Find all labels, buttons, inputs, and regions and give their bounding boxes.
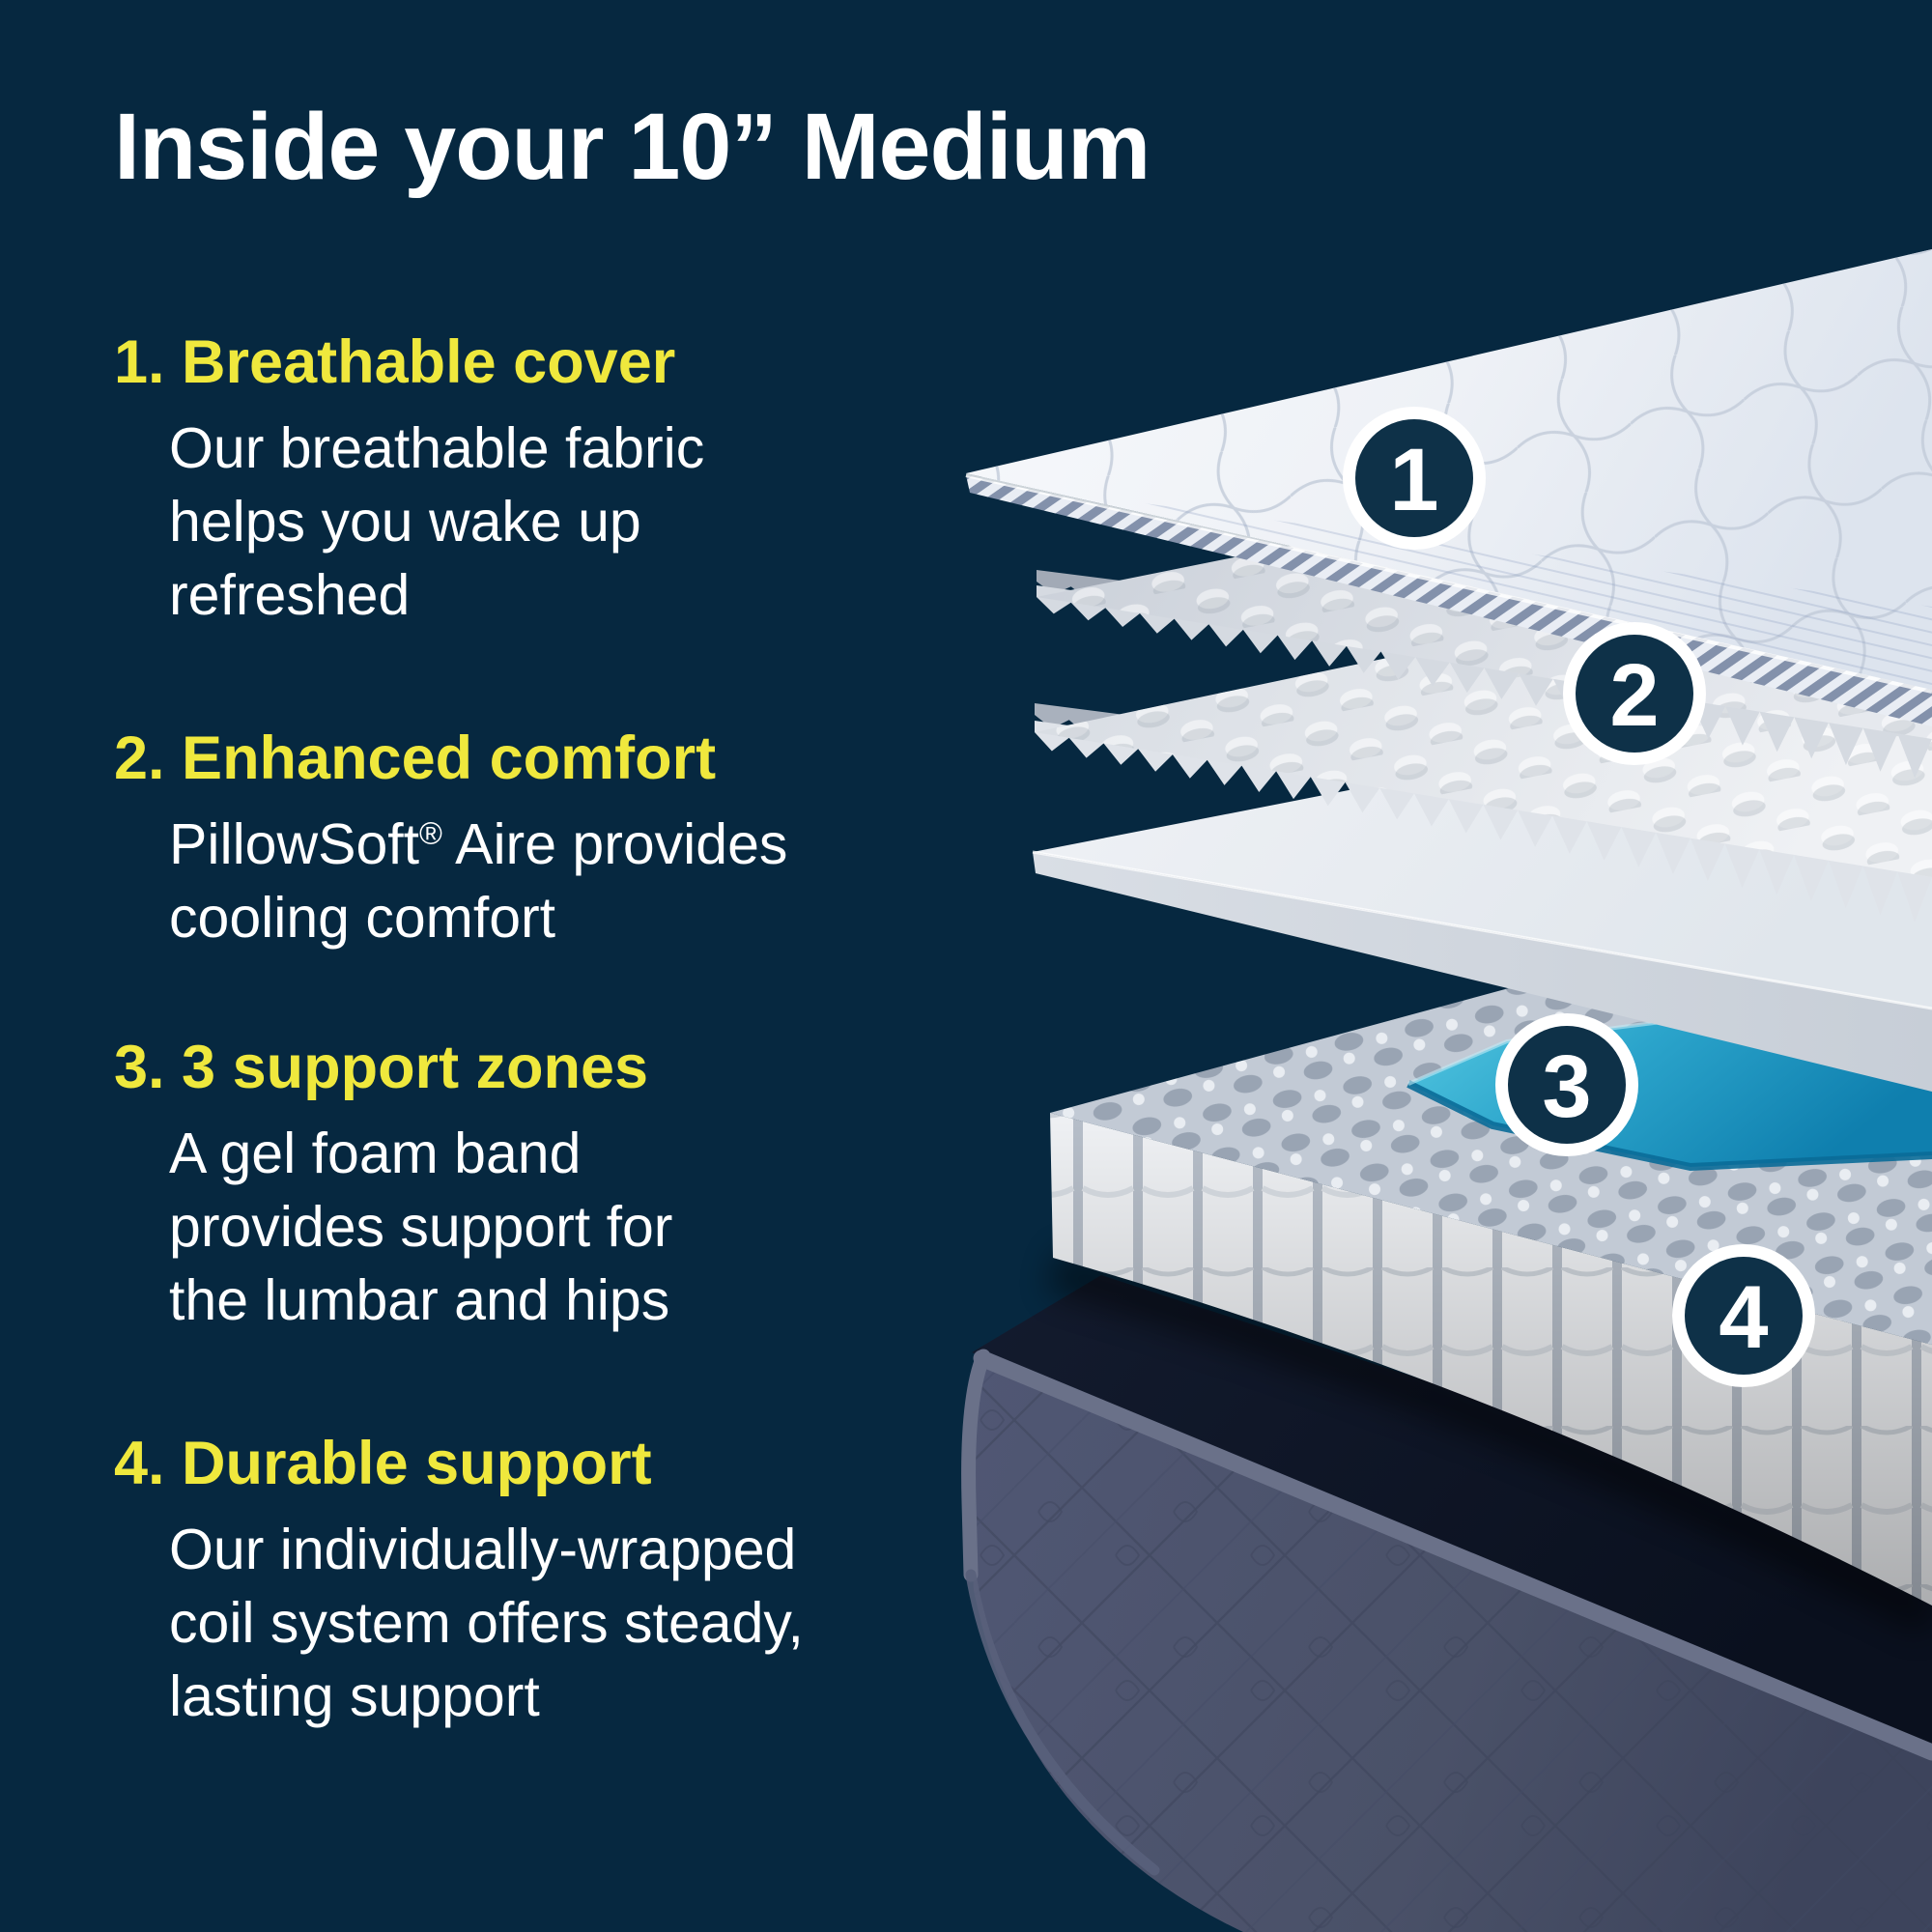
section-2-body-rest: Aire provides cooling comfort	[169, 811, 788, 950]
egg-lower-teeth	[1035, 721, 1932, 923]
section-2-brand: PillowSoft	[169, 811, 420, 876]
callout-3: 3	[1495, 1013, 1638, 1156]
base-foundation-layer	[961, 1275, 1932, 1932]
base-corner-piping	[961, 1349, 991, 1582]
callout-3-number: 3	[1542, 1037, 1591, 1136]
section-1-body: Our breathable fabric helps you wake up …	[169, 415, 705, 627]
coil-shadow	[1046, 1248, 1932, 1635]
section-2-heading: 2. Enhanced comfort	[114, 724, 717, 792]
section-4-heading: 4. Durable support	[114, 1430, 652, 1497]
section-4-body: Our individually-wrapped coil system off…	[169, 1517, 804, 1728]
callout-1-number: 1	[1389, 431, 1438, 529]
section-durable-support: 4. Durable support Our individually-wrap…	[114, 1428, 804, 1733]
section-2-body: PillowSoft® Aire provides cooling comfor…	[114, 808, 787, 954]
flat-foam-side	[1033, 852, 1932, 1092]
callout-1: 1	[1343, 407, 1486, 550]
base-lower-seam	[965, 1569, 1160, 1876]
callout-4-disc	[1685, 1257, 1803, 1375]
callout-2-number: 2	[1609, 646, 1659, 745]
cover-edge-line	[965, 473, 1932, 694]
section-3-body: A gel foam band provides support for the…	[169, 1121, 673, 1332]
section-support-zones: 3. 3 support zones A gel foam band provi…	[114, 1032, 672, 1337]
section-breathable-cover: 1. Breathable cover Our breathable fabri…	[114, 327, 704, 632]
section-enhanced-comfort: 2. Enhanced comfort PillowSoft® Aire pro…	[114, 723, 787, 954]
flat-foam-edge-line	[1032, 850, 1932, 1010]
registered-trademark-symbol: ®	[419, 814, 442, 850]
callout-1-disc	[1355, 419, 1473, 537]
callout-2-disc	[1576, 635, 1693, 753]
egg-upper-teeth	[1037, 585, 1932, 779]
callout-3-disc	[1508, 1026, 1626, 1144]
page-title: Inside your 10” Medium	[114, 94, 1151, 199]
base-top-piping	[973, 1350, 1932, 1761]
callout-4: 4	[1672, 1244, 1815, 1387]
callout-2: 2	[1563, 622, 1706, 765]
callout-4-number: 4	[1719, 1268, 1768, 1367]
coil-front-shading	[1050, 1113, 1932, 1605]
section-1-heading: 1. Breathable cover	[114, 328, 676, 396]
base-fabric-pattern	[970, 1358, 1932, 1932]
section-3-heading: 3. 3 support zones	[114, 1034, 649, 1101]
base-interior-top	[972, 1275, 1932, 1754]
